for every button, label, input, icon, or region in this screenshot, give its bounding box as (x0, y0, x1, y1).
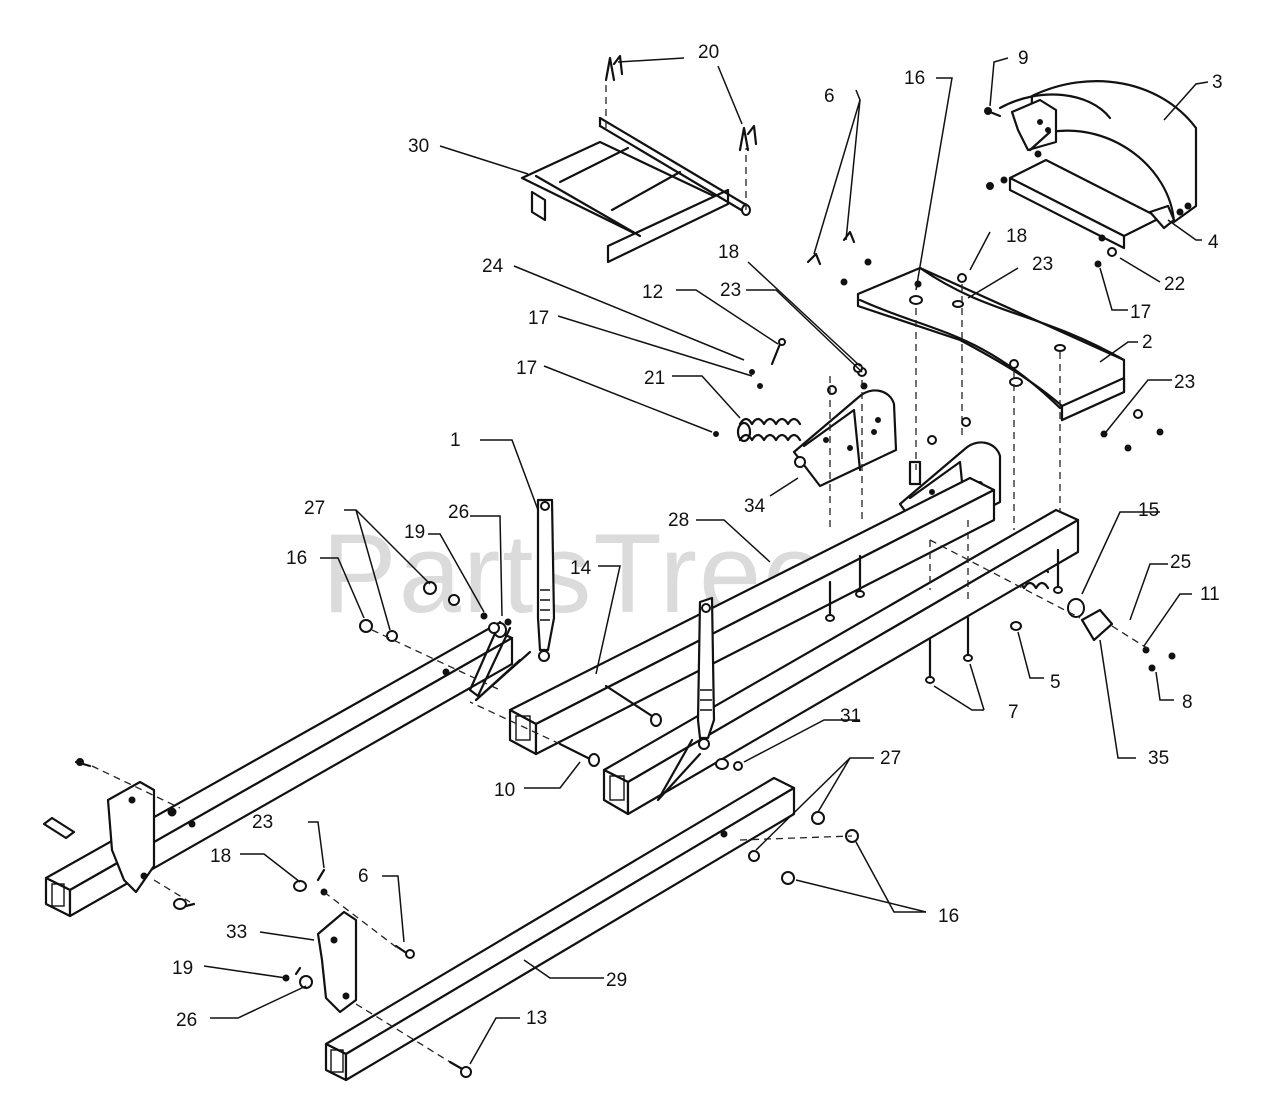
part-14-axle-tube (602, 508, 1080, 816)
part-6-bolt-lower (394, 944, 415, 959)
callout-15: 15 (1138, 500, 1159, 521)
part-22-nut (1107, 247, 1117, 257)
part-19-26-hardware-left (480, 612, 512, 634)
callout-23-top: 23 (1032, 254, 1053, 275)
part-2-axle-saddle (856, 266, 1126, 422)
callout-18-mid: 18 (718, 242, 739, 263)
part-9-screw (984, 107, 1002, 118)
callout-18-top: 18 (1006, 226, 1027, 247)
callout-22: 22 (1164, 274, 1185, 295)
part-19-26-hardware-lower (282, 966, 313, 989)
fender-hardware (986, 176, 1192, 268)
callout-labels: 20 30 6 16 9 3 18 23 4 22 17 2 23 18 24 … (172, 42, 1223, 1031)
callout-20: 20 (698, 42, 719, 63)
callout-23-right: 23 (1174, 372, 1195, 393)
callout-4: 4 (1208, 232, 1219, 253)
part-34-pivot-bracket-left (792, 367, 898, 488)
callout-16-top: 16 (904, 68, 925, 89)
callout-6-top: 6 (824, 86, 835, 107)
callout-27-left: 27 (304, 498, 325, 519)
left-frame-rail (44, 626, 514, 918)
callout-26-left: 26 (448, 502, 469, 523)
callout-35: 35 (1148, 748, 1169, 769)
callout-17-mid: 17 (528, 308, 549, 329)
callout-9: 9 (1018, 48, 1029, 69)
callout-16-right: 16 (938, 906, 959, 927)
callout-3: 3 (1212, 72, 1223, 93)
left-rail-hardware (42, 758, 196, 910)
part-13-pin (448, 1060, 472, 1078)
part-21-spring-left (736, 417, 802, 443)
part-28-square-tube (508, 476, 996, 756)
callout-33: 33 (226, 922, 247, 943)
callout-18-low: 18 (210, 846, 231, 867)
part-1-lift-arm-right (656, 596, 716, 802)
callout-25: 25 (1170, 552, 1191, 573)
callout-7: 7 (1008, 702, 1019, 723)
part-14-bolt (604, 684, 662, 727)
callout-24: 24 (482, 256, 504, 277)
callout-21: 21 (644, 368, 665, 389)
part-35-bracket (1080, 608, 1176, 672)
callout-31: 31 (840, 706, 861, 727)
alignment-lines (91, 78, 1151, 1063)
callout-29: 29 (606, 970, 627, 991)
callout-6-low: 6 (358, 866, 369, 887)
callout-16-left: 16 (286, 548, 307, 569)
callout-11: 11 (1200, 584, 1220, 605)
part-3-fender (998, 80, 1198, 224)
callout-23-low: 23 (252, 812, 273, 833)
callout-30: 30 (408, 136, 429, 157)
callout-12: 12 (642, 282, 663, 303)
part-18-23-hardware-lower (293, 868, 328, 896)
callout-13: 13 (526, 1008, 547, 1029)
callout-27-right: 27 (880, 748, 901, 769)
callout-17-low: 17 (516, 358, 537, 379)
part-10-bolt (558, 742, 600, 767)
part-7-pins (825, 460, 1063, 684)
part-20-hair-pin-clips (604, 54, 758, 152)
part-31-washers (715, 758, 743, 771)
part-16-27-nuts-left (359, 581, 460, 642)
callout-2: 2 (1142, 332, 1153, 353)
callout-34: 34 (744, 496, 766, 517)
callout-23-mid: 23 (720, 280, 741, 301)
part-4-fender-bracket (1008, 150, 1176, 250)
callout-19-left: 19 (404, 522, 425, 543)
callout-8: 8 (1182, 692, 1193, 713)
part-29-lower-rail (324, 776, 796, 1082)
callout-1: 1 (450, 430, 461, 451)
part-5-bolt (1010, 621, 1022, 631)
part-33-plate-lower (316, 910, 358, 1014)
callout-14: 14 (570, 558, 592, 579)
callout-26-low: 26 (176, 1010, 197, 1031)
part-1-lift-arm-left (474, 498, 556, 702)
part-33-plate-upper (106, 780, 156, 894)
callout-28: 28 (668, 510, 689, 531)
callout-10: 10 (494, 780, 515, 801)
callout-19-low: 19 (172, 958, 193, 979)
callout-5: 5 (1050, 672, 1061, 693)
callout-17-top: 17 (1130, 302, 1151, 323)
leader-lines (203, 57, 1209, 1065)
part-30-bumper-bracket (520, 116, 751, 264)
